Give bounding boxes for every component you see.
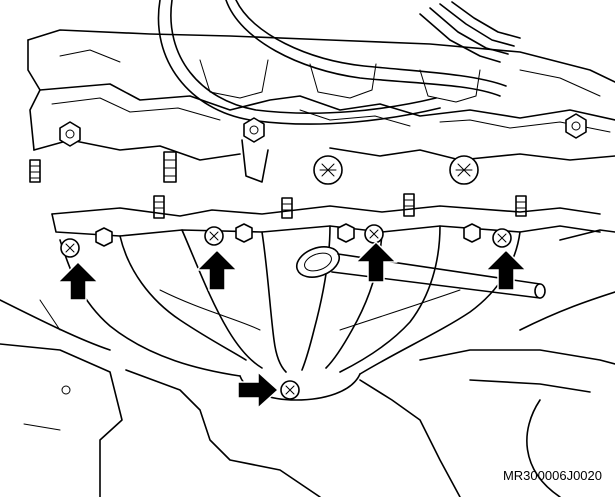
oxygen-sensor-tube: [295, 246, 546, 299]
bracket: [241, 139, 269, 183]
bolt-2: [243, 117, 265, 143]
wire-harness: [157, 0, 521, 125]
arrow-icon: [195, 248, 239, 291]
upper-bolts: [29, 113, 587, 219]
lower-structure: [0, 229, 615, 497]
exhaust-manifold: [51, 205, 601, 401]
bolt-4: [449, 155, 479, 185]
bolt-b: [204, 226, 224, 246]
cylinder-head: [27, 29, 615, 161]
bolt-1: [59, 121, 81, 147]
stud-4: [281, 197, 293, 219]
arrow-icon: [354, 240, 398, 283]
bolt-a: [60, 238, 80, 258]
stud-5: [403, 193, 415, 217]
nut-1: [95, 227, 113, 247]
bolt-d: [492, 228, 512, 248]
bolt-3: [313, 155, 343, 185]
manifold-bolts: [60, 223, 512, 400]
stud-6: [515, 195, 527, 217]
arrow-icon: [56, 260, 100, 301]
nut-3: [337, 223, 355, 243]
stud-1: [29, 159, 41, 183]
nut-2: [235, 223, 253, 243]
bolt-e: [280, 380, 300, 400]
bolt-c: [364, 224, 384, 244]
bolt-5: [565, 113, 587, 139]
nut-4: [463, 223, 481, 243]
figure-code: MR300006J0020: [502, 468, 602, 483]
arrows: [56, 240, 528, 410]
arrow-icon: [237, 370, 280, 410]
stud-3: [153, 195, 165, 219]
arrow-icon: [484, 248, 528, 291]
stud-2: [163, 151, 177, 183]
